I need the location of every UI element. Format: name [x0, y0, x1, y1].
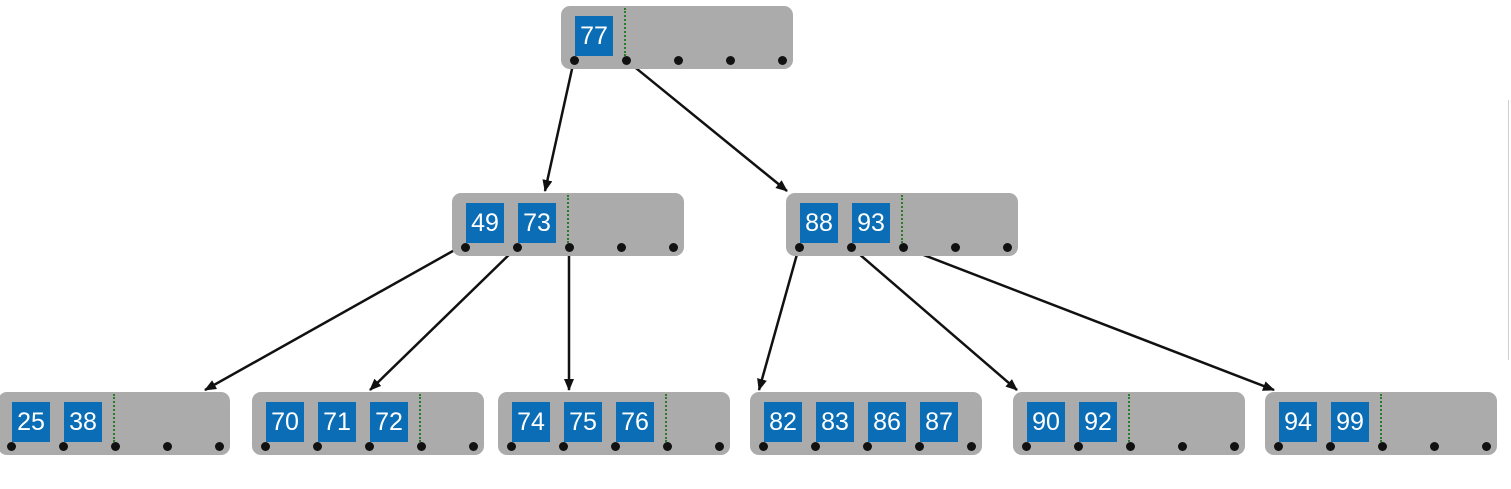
fill-separator [419, 394, 421, 442]
key-leaf-1-1: 25 [12, 402, 50, 442]
pointer-slot-4 [617, 243, 626, 252]
fill-separator [567, 195, 569, 243]
edge-inner-right-to-leaf-4 [757, 246, 801, 391]
edge-root-to-inner-right [625, 59, 788, 192]
pointer-slot-5 [715, 442, 724, 451]
pointer-slot-1 [1274, 442, 1283, 451]
pointer-slot-1 [261, 442, 270, 451]
key-leaf-2-3: 72 [370, 402, 408, 442]
key-leaf-4-3: 86 [868, 402, 906, 442]
leaf-node-5: 90 92 [1013, 392, 1245, 455]
pointer-slot-2 [513, 243, 522, 252]
pointer-slot-2 [811, 442, 820, 451]
pointer-slot-5 [469, 442, 478, 451]
edge-inner-left-to-leaf-2 [369, 246, 518, 391]
pointer-slot-1 [1022, 442, 1031, 451]
root-node: 77 [561, 6, 793, 69]
pointer-slot-5 [778, 56, 787, 65]
pointer-slot-3 [1126, 442, 1135, 451]
pointer-slot-5 [1003, 243, 1012, 252]
leaf-node-4: 82 83 86 87 [750, 392, 982, 455]
key-leaf-6-2: 99 [1331, 402, 1369, 442]
inner-node-left: 49 73 [452, 193, 684, 256]
key-inner-right-2: 93 [852, 203, 890, 243]
inner-node-right: 88 93 [786, 193, 1018, 256]
edge-inner-left-to-leaf-1 [204, 245, 461, 392]
leaf-node-3: 74 75 76 [498, 392, 730, 455]
pointer-slot-3 [899, 243, 908, 252]
edge-root-to-inner-left [542, 59, 576, 192]
pointer-slot-2 [1074, 442, 1083, 451]
pointer-slot-4 [726, 56, 735, 65]
fill-separator [624, 8, 626, 56]
pointer-slot-3 [565, 243, 574, 252]
leaf-node-2: 70 71 72 [252, 392, 484, 455]
pointer-slot-5 [1482, 442, 1491, 451]
fill-separator [665, 394, 667, 442]
key-inner-right-1: 88 [800, 203, 838, 243]
pointer-slot-5 [669, 243, 678, 252]
pointer-slot-5 [215, 442, 224, 451]
pointer-slot-4 [663, 442, 672, 451]
pointer-slot-4 [163, 442, 172, 451]
key-inner-left-1: 49 [466, 203, 504, 243]
pointer-slot-1 [570, 56, 579, 65]
key-leaf-4-1: 82 [764, 402, 802, 442]
key-root-1: 77 [575, 16, 613, 56]
key-leaf-1-2: 38 [64, 402, 102, 442]
pointer-slot-1 [795, 243, 804, 252]
edge-inner-right-to-leaf-5 [850, 246, 1018, 391]
pointer-slot-3 [111, 442, 120, 451]
key-leaf-5-1: 90 [1027, 402, 1065, 442]
key-leaf-6-1: 94 [1279, 402, 1317, 442]
fill-separator [1128, 394, 1130, 442]
pointer-slot-4 [1430, 442, 1439, 451]
pointer-slot-1 [759, 442, 768, 451]
edge-inner-right-to-leaf-6 [902, 245, 1275, 392]
fill-separator [901, 195, 903, 243]
fill-separator [1380, 394, 1382, 442]
pointer-slot-4 [1178, 442, 1187, 451]
key-leaf-2-1: 70 [266, 402, 304, 442]
pointer-slot-5 [1230, 442, 1239, 451]
pointer-slot-1 [461, 243, 470, 252]
pointer-slot-4 [417, 442, 426, 451]
pointer-slot-2 [59, 442, 68, 451]
pointer-slot-3 [611, 442, 620, 451]
key-leaf-3-2: 75 [564, 402, 602, 442]
leaf-node-6: 94 99 [1265, 392, 1497, 455]
key-leaf-4-4: 87 [920, 402, 958, 442]
key-inner-left-2: 73 [518, 203, 556, 243]
pointer-slot-2 [559, 442, 568, 451]
pointer-slot-2 [622, 56, 631, 65]
key-leaf-4-2: 83 [816, 402, 854, 442]
pointer-slot-3 [365, 442, 374, 451]
frame-edge [1508, 100, 1509, 360]
pointer-slot-2 [1326, 442, 1335, 451]
pointer-slot-3 [1378, 442, 1387, 451]
leaf-node-1: 25 38 [0, 392, 230, 455]
pointer-slot-3 [674, 56, 683, 65]
key-leaf-5-2: 92 [1079, 402, 1117, 442]
key-leaf-2-2: 71 [318, 402, 356, 442]
fill-separator [113, 394, 115, 442]
pointer-slot-2 [847, 243, 856, 252]
pointer-slot-4 [951, 243, 960, 252]
pointer-slot-2 [313, 442, 322, 451]
key-leaf-3-1: 74 [512, 402, 550, 442]
pointer-slot-5 [967, 442, 976, 451]
pointer-slot-3 [863, 442, 872, 451]
pointer-slot-1 [7, 442, 16, 451]
key-leaf-3-3: 76 [616, 402, 654, 442]
pointer-slot-4 [915, 442, 924, 451]
pointer-slot-1 [507, 442, 516, 451]
